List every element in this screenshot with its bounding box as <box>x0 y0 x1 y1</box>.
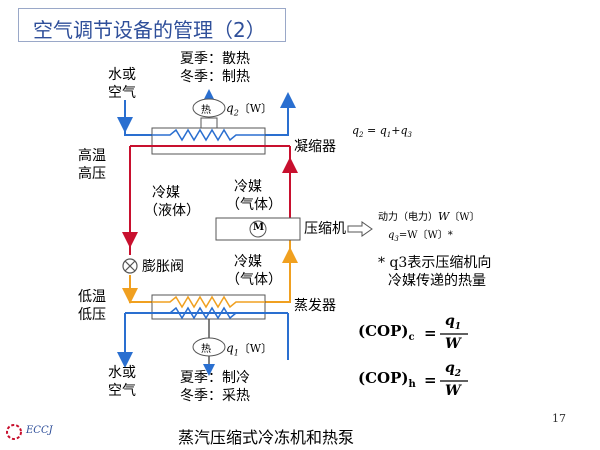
eccj-logo-text: ECCJ <box>26 425 53 436</box>
evaporator-box <box>151 294 266 320</box>
cop-c-numerator: q1 <box>445 313 462 332</box>
condenser-fan-label: 热 <box>201 105 211 116</box>
top-medium-line2: 空气 <box>108 85 136 101</box>
evaporator-season-winter: 冬季：采热 <box>180 388 250 404</box>
q3-definition: q3=W〔W〕* <box>388 230 453 243</box>
page-number: 17 <box>552 412 566 425</box>
bottom-medium-line2: 空气 <box>108 383 136 399</box>
gas-refrigerant-upper-2: （气体） <box>226 197 282 213</box>
gas-refrigerant-upper-1: 冷媒 <box>234 179 262 195</box>
gas-refrigerant-lower-2: （气体） <box>226 272 282 288</box>
slide-title-box: 空气调节设备的管理（2） <box>18 8 286 42</box>
q2-heat-label: q2〔W〕 <box>226 101 273 118</box>
evaporator-label: 蒸发器 <box>294 298 336 314</box>
liquid-refrigerant-label-1: 冷媒 <box>152 185 180 201</box>
low-temp-label: 低温 <box>78 289 106 305</box>
gas-refrigerant-lower-1: 冷媒 <box>234 254 262 270</box>
eccj-logo-icon <box>6 424 22 440</box>
low-pressure-label: 低压 <box>78 307 106 323</box>
condenser-heat-tab <box>200 117 218 129</box>
condenser-fan-icon <box>192 98 226 118</box>
evaporator-fan-icon <box>192 337 226 357</box>
bottom-medium-line1: 水或 <box>108 365 136 381</box>
slide-title: 空气调节设备的管理（2） <box>33 18 266 42</box>
motor-label: M <box>253 222 265 233</box>
cop-h-label: (COP)h <box>358 369 416 390</box>
condenser-box <box>151 127 266 155</box>
cop-c-equals: = <box>424 324 437 342</box>
top-medium-line1: 水或 <box>108 67 136 83</box>
slide-caption: 蒸汽压缩式冷冻机和热泵 <box>178 428 355 447</box>
cop-c-label: (COP)c <box>358 322 415 343</box>
compressor-label: 压缩机 <box>304 221 346 237</box>
energy-balance-equation: q2 = q1+q3 <box>352 124 412 140</box>
cop-h-numerator: q2 <box>445 360 462 379</box>
condenser-water-inlet <box>124 118 152 136</box>
cop-c-denominator: W <box>445 336 461 352</box>
q1-heat-label: q1〔W〕 <box>226 341 273 358</box>
evaporator-coil-water <box>169 306 237 320</box>
condenser-season-winter: 冬季：制热 <box>180 69 250 85</box>
note-line1: * q3表示压缩机向 <box>378 255 492 271</box>
motor-icon <box>249 220 267 238</box>
note-line2: 冷媒传递的热量 <box>388 273 486 289</box>
high-temp-label: 高温 <box>78 148 106 164</box>
cop-h-denominator: W <box>445 383 461 399</box>
condenser-label: 凝缩器 <box>294 139 336 155</box>
high-pressure-label: 高压 <box>78 166 106 182</box>
liquid-refrigerant-label-2: （液体） <box>144 203 200 219</box>
condenser-season-summer: 夏季：散热 <box>180 51 250 67</box>
cop-h-equals: = <box>424 371 437 389</box>
expansion-valve-label: 膨胀阀 <box>142 259 184 275</box>
evaporator-fan-label: 热 <box>201 344 211 355</box>
power-input-label: 动力（电力）W〔W〕 <box>378 210 480 223</box>
power-input-arrow <box>347 221 373 237</box>
evaporator-coil-refrigerant <box>152 295 265 309</box>
condenser-coil-water <box>152 128 265 142</box>
evaporator-season-summer: 夏季：制冷 <box>180 370 250 386</box>
condenser-water-outlet <box>265 92 296 136</box>
